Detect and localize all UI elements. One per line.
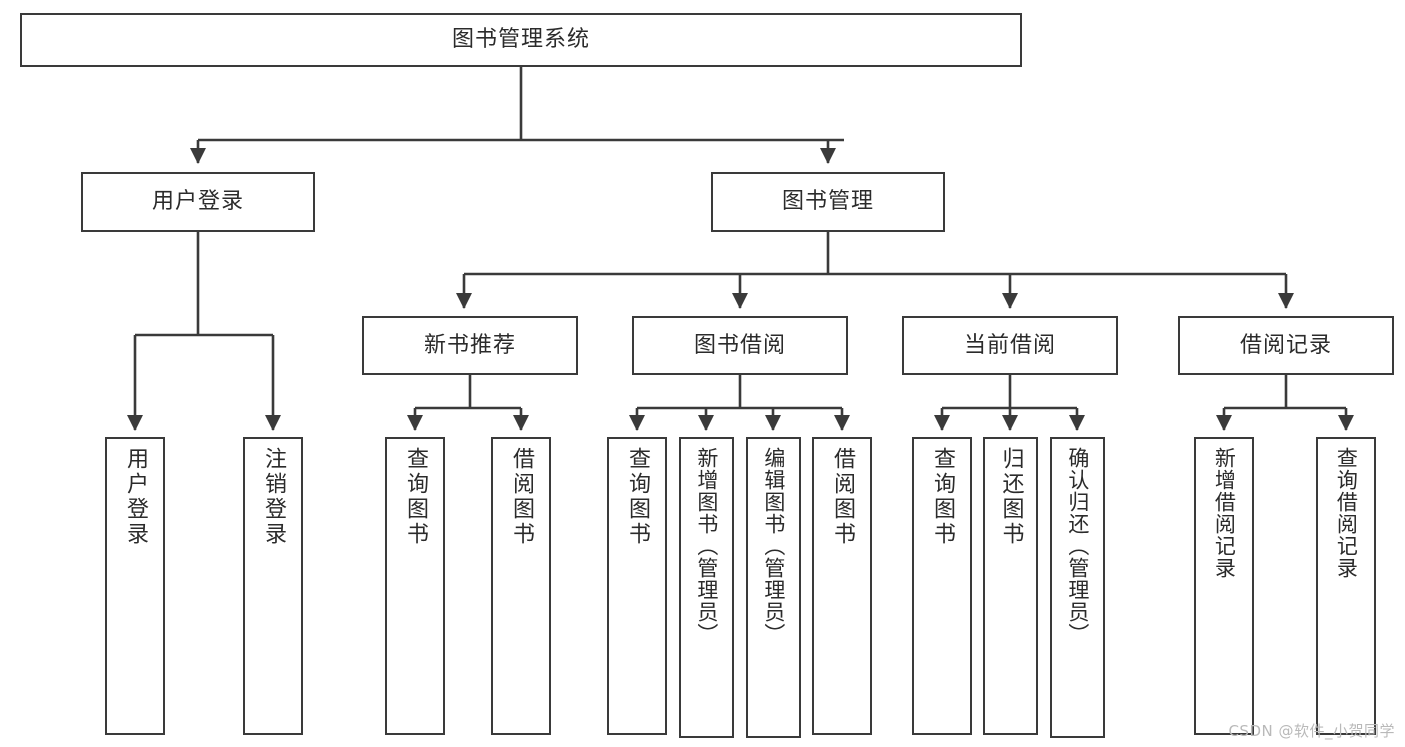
node-new-book-recommend[interactable]: 新书推荐 — [362, 316, 578, 375]
leaf-book-borrow-query-book[interactable]: 查询图书 — [607, 437, 667, 735]
node-label: 借阅图书 — [508, 447, 534, 547]
node-current-borrow[interactable]: 当前借阅 — [902, 316, 1118, 375]
node-label: 注销登录 — [260, 447, 286, 547]
node-label: 新书推荐 — [423, 332, 516, 358]
leaf-book-borrow-edit-book-admin[interactable]: 编辑图书（管理员） — [746, 437, 801, 738]
leaf-user-login-logout[interactable]: 注销登录 — [243, 437, 303, 735]
leaf-current-borrow-return-book[interactable]: 归还图书 — [983, 437, 1038, 735]
node-label: 编辑图书（管理员） — [761, 447, 786, 645]
leaf-book-borrow-add-book-admin[interactable]: 新增图书（管理员） — [679, 437, 734, 738]
node-book-management[interactable]: 图书管理 — [711, 172, 945, 232]
node-label: 图书借阅 — [693, 332, 786, 358]
node-book-borrow[interactable]: 图书借阅 — [632, 316, 848, 375]
node-label: 查询图书 — [402, 447, 428, 547]
leaf-current-borrow-query-book[interactable]: 查询图书 — [912, 437, 972, 735]
node-borrow-record[interactable]: 借阅记录 — [1178, 316, 1394, 375]
leaf-user-login-login[interactable]: 用户登录 — [105, 437, 165, 735]
node-label: 图书管理系统 — [451, 27, 590, 53]
leaf-borrow-record-query-record[interactable]: 查询借阅记录 — [1316, 437, 1376, 735]
node-label: 查询图书 — [929, 447, 955, 547]
node-label: 查询图书 — [624, 447, 650, 547]
node-label: 查询借阅记录 — [1334, 447, 1359, 579]
node-label: 新增图书（管理员） — [694, 447, 719, 645]
node-label: 确认归还（管理员） — [1065, 447, 1090, 645]
node-label: 新增借阅记录 — [1212, 447, 1237, 579]
node-label: 归还图书 — [998, 447, 1024, 547]
node-label: 当前借阅 — [963, 332, 1056, 358]
node-label: 借阅图书 — [829, 447, 855, 547]
node-label: 借阅记录 — [1239, 332, 1332, 358]
node-label: 图书管理 — [781, 189, 874, 215]
leaf-new-book-borrow-book[interactable]: 借阅图书 — [491, 437, 551, 735]
node-user-login[interactable]: 用户登录 — [81, 172, 315, 232]
node-label: 用户登录 — [122, 447, 148, 547]
leaf-current-borrow-confirm-return-admin[interactable]: 确认归还（管理员） — [1050, 437, 1105, 738]
leaf-new-book-query-book[interactable]: 查询图书 — [385, 437, 445, 735]
leaf-borrow-record-add-record[interactable]: 新增借阅记录 — [1194, 437, 1254, 735]
node-label: 用户登录 — [151, 189, 244, 215]
leaf-book-borrow-borrow-book[interactable]: 借阅图书 — [812, 437, 872, 735]
node-root-book-management-system[interactable]: 图书管理系统 — [20, 13, 1022, 67]
